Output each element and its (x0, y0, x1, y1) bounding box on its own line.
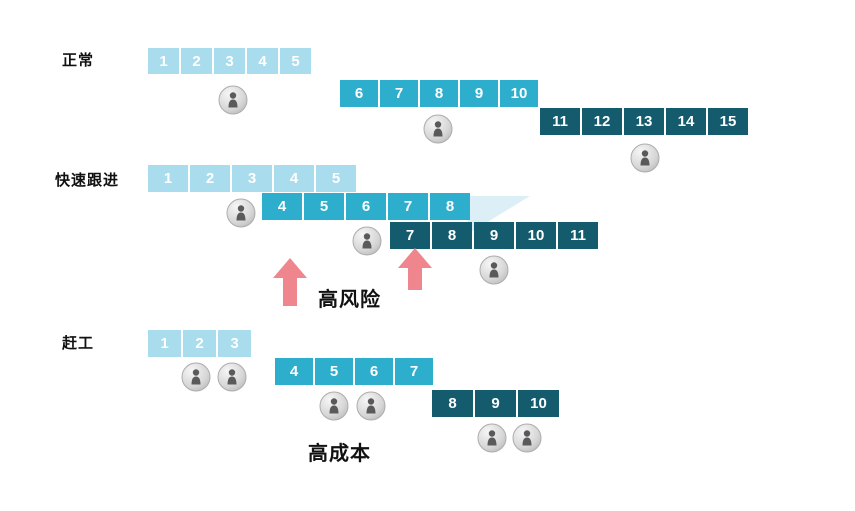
task-cell: 7 (395, 358, 433, 385)
task-cell: 9 (475, 390, 516, 417)
worker-icon (352, 226, 382, 256)
task-cell: 9 (460, 80, 498, 107)
task-cell: 2 (181, 48, 212, 74)
task-cell: 5 (304, 193, 344, 220)
task-cell: 6 (355, 358, 393, 385)
task-cell: 8 (430, 193, 470, 220)
task-cell: 11 (558, 222, 598, 249)
task-cell: 10 (500, 80, 538, 107)
worker-icon (477, 423, 507, 453)
task-cell: 3 (214, 48, 245, 74)
worker-icon (319, 391, 349, 421)
normal-bar-3: 11 12 13 14 15 (540, 108, 748, 135)
task-cell: 10 (516, 222, 556, 249)
task-cell: 8 (432, 222, 472, 249)
fasttrack-bar-1: 1 2 3 4 5 (148, 165, 356, 192)
task-cell: 3 (232, 165, 272, 192)
task-cell: 9 (474, 222, 514, 249)
crash-bar-2: 4 5 6 7 (275, 358, 433, 385)
task-cell: 14 (666, 108, 706, 135)
task-cell: 11 (540, 108, 580, 135)
worker-icon (479, 255, 509, 285)
risk-arrow-icon (398, 248, 432, 290)
task-cell: 4 (262, 193, 302, 220)
task-cell: 5 (280, 48, 311, 74)
task-cell: 5 (315, 358, 353, 385)
row-label-normal: 正常 (62, 52, 95, 69)
worker-icon (630, 143, 660, 173)
worker-icon (226, 198, 256, 228)
worker-icon (512, 423, 542, 453)
task-cell: 6 (346, 193, 386, 220)
crash-bar-1: 1 2 3 (148, 330, 251, 357)
worker-icon (218, 85, 248, 115)
task-cell: 6 (340, 80, 378, 107)
task-cell: 2 (190, 165, 230, 192)
worker-icon (356, 391, 386, 421)
high-risk-label: 高风险 (318, 289, 381, 311)
high-cost-label: 高成本 (308, 443, 371, 465)
task-cell: 4 (274, 165, 314, 192)
task-cell: 13 (624, 108, 664, 135)
crash-bar-3: 8 9 10 (432, 390, 559, 417)
task-cell: 7 (390, 222, 430, 249)
task-cell: 5 (316, 165, 356, 192)
task-cell: 12 (582, 108, 622, 135)
task-cell: 4 (275, 358, 313, 385)
task-cell: 3 (218, 330, 251, 357)
task-cell: 8 (420, 80, 458, 107)
task-cell: 2 (183, 330, 216, 357)
task-cell: 7 (388, 193, 428, 220)
fasttrack-bar-3: 7 8 9 10 11 (390, 222, 598, 249)
task-cell: 7 (380, 80, 418, 107)
worker-icon (217, 362, 247, 392)
task-cell: 8 (432, 390, 473, 417)
task-cell: 1 (148, 330, 181, 357)
risk-arrow-icon (273, 258, 307, 306)
row-label-crash: 赶工 (62, 335, 95, 352)
task-cell: 10 (518, 390, 559, 417)
task-cell: 4 (247, 48, 278, 74)
fasttrack-bar-2: 4 5 6 7 8 (262, 193, 470, 220)
worker-icon (423, 114, 453, 144)
task-cell: 1 (148, 48, 179, 74)
row-label-fast-track: 快速跟进 (55, 172, 120, 189)
normal-bar-1: 1 2 3 4 5 (148, 48, 311, 74)
task-cell: 1 (148, 165, 188, 192)
task-cell: 15 (708, 108, 748, 135)
worker-icon (181, 362, 211, 392)
normal-bar-2: 6 7 8 9 10 (340, 80, 538, 107)
